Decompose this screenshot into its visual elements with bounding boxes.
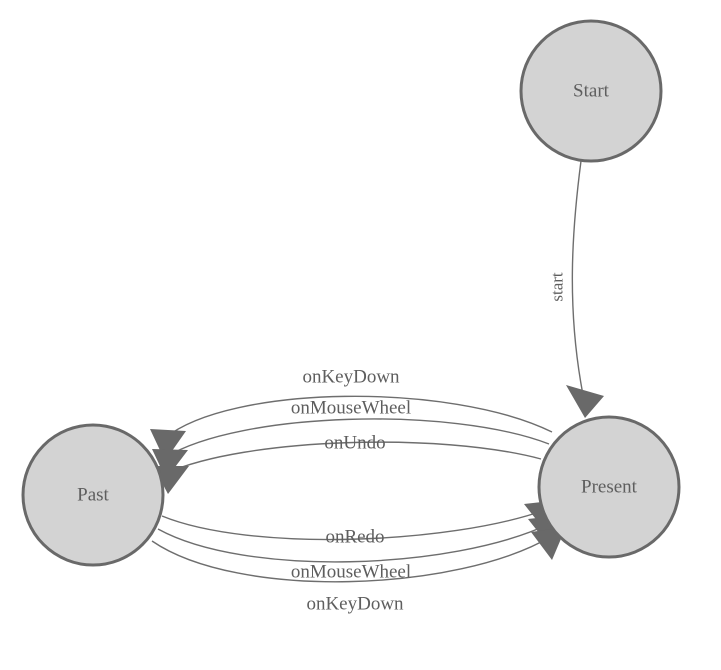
edge-label-present-to-past-onundo: onUndo (324, 433, 385, 454)
edge-present-to-past-onmousewheel-arrowhead (152, 449, 188, 479)
node-past-circle (21, 423, 165, 567)
edge-present-to-past-onmousewheel-path (165, 418, 550, 458)
node-past[interactable]: Past (21, 423, 165, 567)
edge-label-present-to-past-onmousewheel: onMouseWheel (291, 398, 411, 419)
edge-start-to-present-path (571, 160, 585, 401)
node-present[interactable]: Present (537, 415, 681, 559)
edge-label-past-to-present-onredo: onRedo (325, 527, 384, 548)
edge-present-to-past-onundo[interactable] (153, 441, 542, 494)
edge-present-to-past-onkeydown-arrowhead (150, 429, 186, 461)
edge-label-past-to-present-onmousewheel: onMouseWheel (291, 562, 411, 583)
edge-present-to-past-onmousewheel[interactable] (152, 418, 550, 479)
node-start-circle (519, 19, 663, 163)
edge-label-past-to-present-onkeydown: onKeyDown (306, 594, 404, 615)
edge-label-start: start (548, 272, 567, 302)
node-past-label: Past (77, 485, 109, 506)
edge-start-to-present-arrowhead (566, 385, 604, 418)
edge-past-to-present-onredo-path (161, 509, 546, 541)
edge-past-to-present-onkeydown-path (151, 535, 553, 583)
node-start[interactable]: Start (519, 19, 663, 163)
node-present-label: Present (581, 477, 638, 498)
node-present-circle (537, 415, 681, 559)
edge-present-to-past-onundo-path (166, 441, 542, 474)
edge-label-present-to-past-onkeydown: onKeyDown (302, 367, 400, 388)
edge-past-to-present-onmousewheel-path (157, 523, 550, 563)
edge-present-to-past-onkeydown[interactable] (150, 395, 553, 461)
edge-present-to-past-onkeydown-path (164, 395, 553, 439)
edge-start-to-present[interactable] (566, 160, 604, 418)
node-start-label: Start (573, 81, 610, 102)
edge-present-to-past-onundo-arrowhead (153, 466, 189, 494)
